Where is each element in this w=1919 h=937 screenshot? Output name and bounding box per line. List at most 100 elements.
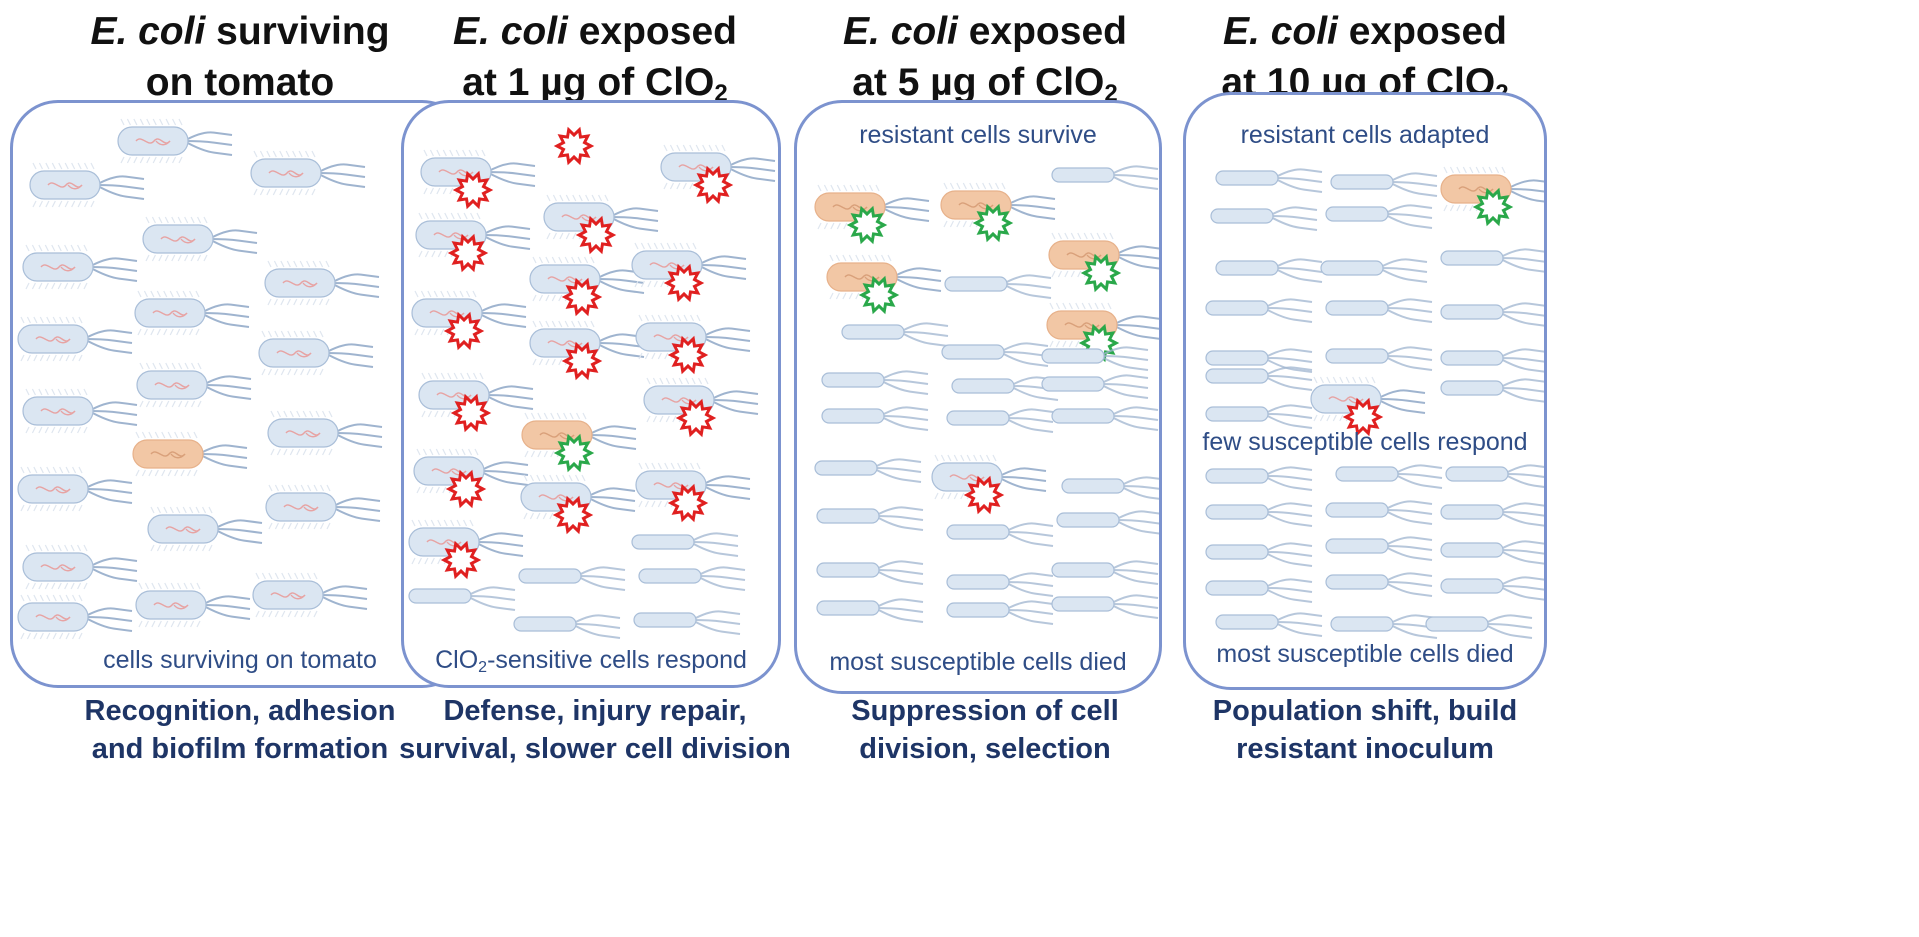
- bacterium-cell-icon: [267, 410, 383, 456]
- bacterium-cell-icon: [117, 118, 233, 164]
- bacterium-cell-icon: [147, 506, 263, 552]
- dead-cell-icon: [1440, 248, 1544, 273]
- red-starburst-icon: [452, 170, 494, 210]
- panel-1ug: E. coli exposed at 1 µg of ClO2 ClO2-sen…: [395, 0, 795, 937]
- cell-population-drawing: [814, 165, 1159, 625]
- dead-cell-icon: [1205, 404, 1313, 429]
- dead-cell-icon: [1205, 466, 1313, 491]
- dead-cell-icon: [638, 566, 746, 591]
- dead-cell-icon: [1445, 464, 1544, 488]
- bacterium-cell-icon: [264, 260, 380, 306]
- dead-cell-icon: [946, 600, 1054, 625]
- red-starburst-icon: [552, 495, 594, 535]
- bacterium-cell-icon: [22, 244, 138, 290]
- bacterium-cell-icon: [136, 362, 252, 408]
- cell-population-drawing: [408, 126, 776, 639]
- bacterium-cell-icon: [265, 484, 381, 530]
- resistant-bacterium-icon: [132, 431, 248, 477]
- dead-cell-icon: [518, 566, 626, 591]
- panel-10ug: E. coli exposed at 10 µg of ClO2 resista…: [1175, 0, 1555, 937]
- dead-cell-icon: [1320, 258, 1428, 283]
- dead-cell-icon: [821, 406, 929, 431]
- dead-cell-icon: [1210, 206, 1318, 231]
- green-starburst-icon: [846, 205, 888, 245]
- dead-cell-icon: [1205, 366, 1313, 391]
- bacterium-cell-icon: [660, 144, 776, 205]
- dead-cell-icon: [944, 274, 1052, 299]
- resistant-bacterium-icon: [940, 182, 1056, 243]
- panel-title: E. coli exposed at 1 µg of ClO2: [453, 10, 737, 107]
- dead-cell-icon: [946, 522, 1054, 547]
- red-starburst-icon: [963, 475, 1005, 515]
- dead-cell-icon: [1325, 204, 1433, 229]
- bacterium-cell-icon: [520, 474, 636, 535]
- resistant-bacterium-icon: [1046, 302, 1159, 363]
- dead-cell-icon: [1440, 502, 1544, 527]
- resistant-bacterium-icon: [1440, 166, 1544, 227]
- dead-cell-icon: [1440, 540, 1544, 565]
- bacterium-cell-icon: [22, 544, 138, 590]
- cell-population-drawing: [1205, 166, 1544, 639]
- red-starburst-icon: [440, 540, 482, 580]
- dead-cell-icon: [1051, 560, 1159, 585]
- cell-population-box: ClO2-sensitive cells respond: [401, 100, 781, 688]
- panel-caption: Defense, injury repair,survival, slower …: [399, 695, 791, 765]
- green-starburst-icon: [553, 433, 595, 473]
- dead-cell-icon: [408, 586, 516, 611]
- dead-cell-icon: [1061, 476, 1159, 500]
- bacterium-cell-icon: [543, 194, 659, 255]
- red-starburst-icon: [445, 469, 487, 509]
- dead-cell-icon: [814, 458, 922, 483]
- bacterium-cell-icon: [135, 582, 251, 628]
- dead-cell-icon: [1205, 502, 1313, 527]
- bacterium-cell-icon: [631, 242, 747, 303]
- dead-cell-icon: [1051, 406, 1159, 431]
- red-starburst-icon: [663, 263, 705, 303]
- dead-cell-icon: [513, 614, 621, 639]
- bacterium-cell-icon: [643, 377, 759, 438]
- dead-cell-icon: [1330, 172, 1438, 197]
- cell-population-drawing: [17, 118, 383, 640]
- dead-cell-icon: [1205, 348, 1313, 373]
- resistant-bacterium-icon: [826, 254, 942, 315]
- green-starburst-icon: [858, 275, 900, 315]
- bacterium-cell-icon: [931, 454, 1047, 515]
- red-starburst-icon: [447, 233, 489, 273]
- dead-cell-icon: [1205, 298, 1313, 323]
- resistant-bacterium-icon: [814, 184, 930, 245]
- dead-cell-icon: [816, 598, 924, 623]
- bacterium-cell-icon: [408, 519, 524, 580]
- dead-cell-icon: [816, 560, 924, 585]
- resistant-bacterium-icon: [521, 412, 637, 473]
- bacterium-cell-icon: [29, 162, 145, 208]
- bacterium-cell-icon: [22, 388, 138, 434]
- dead-cell-icon: [1056, 510, 1159, 535]
- bacterium-cell-icon: [529, 320, 645, 381]
- dead-cell-icon: [1425, 614, 1533, 639]
- bottom-label: cells surviving on tomato: [103, 646, 377, 674]
- green-starburst-icon: [972, 203, 1014, 243]
- dead-cell-icon: [946, 572, 1054, 597]
- red-starburst-icon: [561, 277, 603, 317]
- green-starburst-icon: [1472, 187, 1514, 227]
- bacterium-cell-icon: [17, 594, 133, 640]
- dead-cell-icon: [946, 408, 1054, 433]
- dead-cell-icon: [1335, 464, 1443, 489]
- red-starburst-icon: [667, 335, 709, 375]
- red-starburst-icon: [450, 393, 492, 433]
- panel-5ug: E. coli exposed at 5 µg of ClO2 resistan…: [790, 0, 1180, 937]
- bacterium-cell-icon: [635, 462, 751, 523]
- dead-cell-icon: [941, 342, 1049, 367]
- dead-cell-icon: [1051, 594, 1159, 619]
- dead-cell-icon: [1440, 302, 1544, 327]
- bacterium-cell-icon: [250, 150, 366, 196]
- red-starburst-icon: [443, 311, 485, 351]
- panel-title: E. coli exposed at 5 µg of ClO2: [843, 10, 1127, 107]
- dead-cell-icon: [1205, 542, 1313, 567]
- top-label: resistant cells adapted: [1240, 121, 1490, 149]
- bottom-label: ClO2-sensitive cells respond: [435, 646, 747, 676]
- dead-cell-icon: [1215, 168, 1323, 193]
- cell-population-box: resistant cells adapted few susceptible …: [1183, 92, 1547, 690]
- bacterium-cell-icon: [420, 149, 536, 210]
